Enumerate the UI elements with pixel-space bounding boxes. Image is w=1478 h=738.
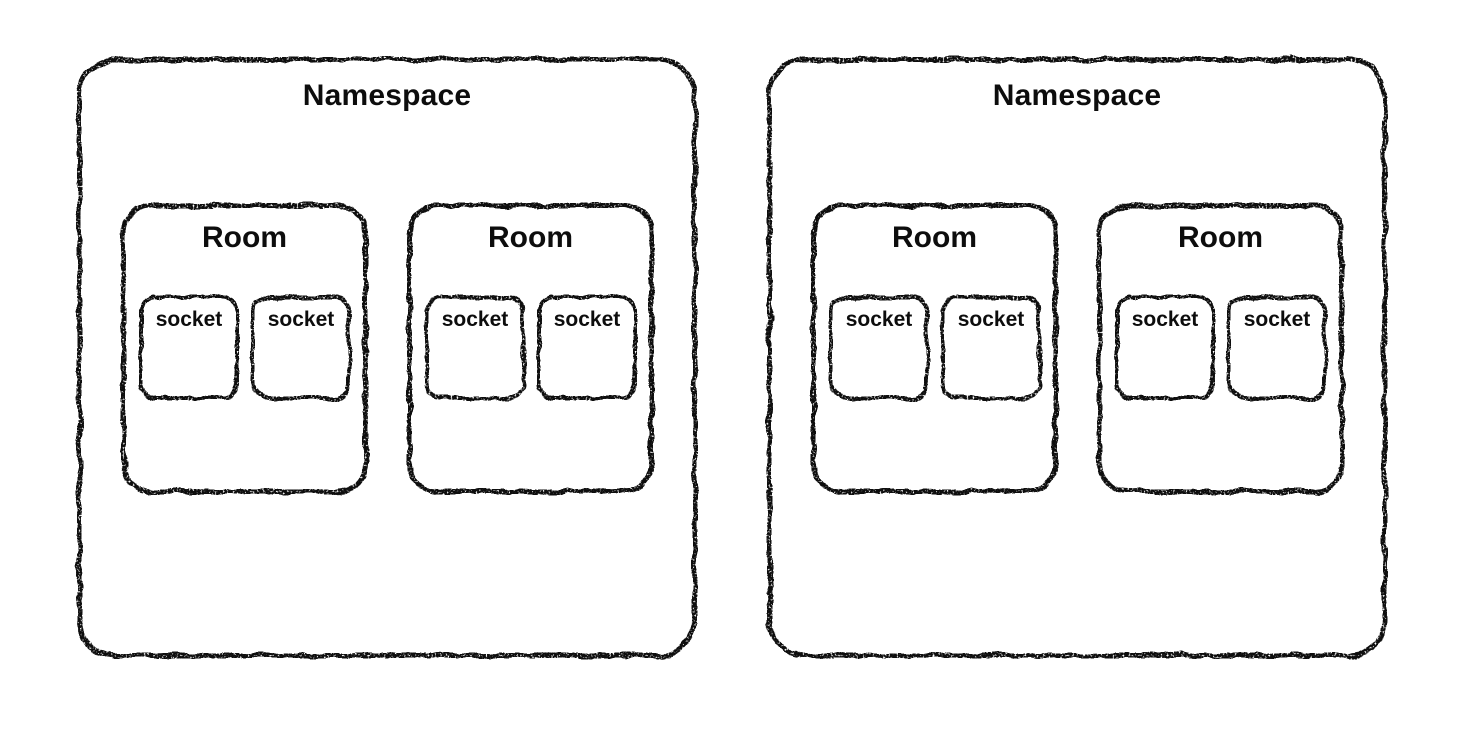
socket-box: socket: [829, 295, 929, 400]
room-title: Room: [202, 221, 287, 254]
socket-label: socket: [1131, 308, 1199, 331]
room-title: Room: [1178, 221, 1263, 254]
socket-label: socket: [553, 308, 621, 331]
room-box: Room socket socket: [1097, 203, 1344, 494]
socket-box: socket: [537, 295, 637, 400]
socket-box: socket: [139, 295, 239, 400]
namespace-title: Namespace: [992, 79, 1162, 112]
socket-box: socket: [1227, 295, 1327, 400]
room-title: Room: [892, 221, 977, 254]
room-box: Room socket socket: [811, 203, 1058, 494]
socket-box: socket: [425, 295, 525, 400]
socket-label: socket: [957, 308, 1025, 331]
socket-box: socket: [1115, 295, 1215, 400]
socket-box: socket: [251, 295, 351, 400]
socket-label: socket: [155, 308, 223, 331]
namespace-box: Namespace Room socket socket Room socket…: [77, 57, 697, 658]
socket-label: socket: [267, 308, 335, 331]
namespace-title: Namespace: [302, 79, 472, 112]
socket-box: socket: [941, 295, 1041, 400]
room-box: Room socket socket: [407, 203, 654, 494]
namespace-box: Namespace Room socket socket Room socket…: [767, 57, 1387, 658]
room-box: Room socket socket: [121, 203, 368, 494]
socket-label: socket: [845, 308, 913, 331]
room-title: Room: [488, 221, 573, 254]
socket-label: socket: [441, 308, 509, 331]
socket-label: socket: [1243, 308, 1311, 331]
